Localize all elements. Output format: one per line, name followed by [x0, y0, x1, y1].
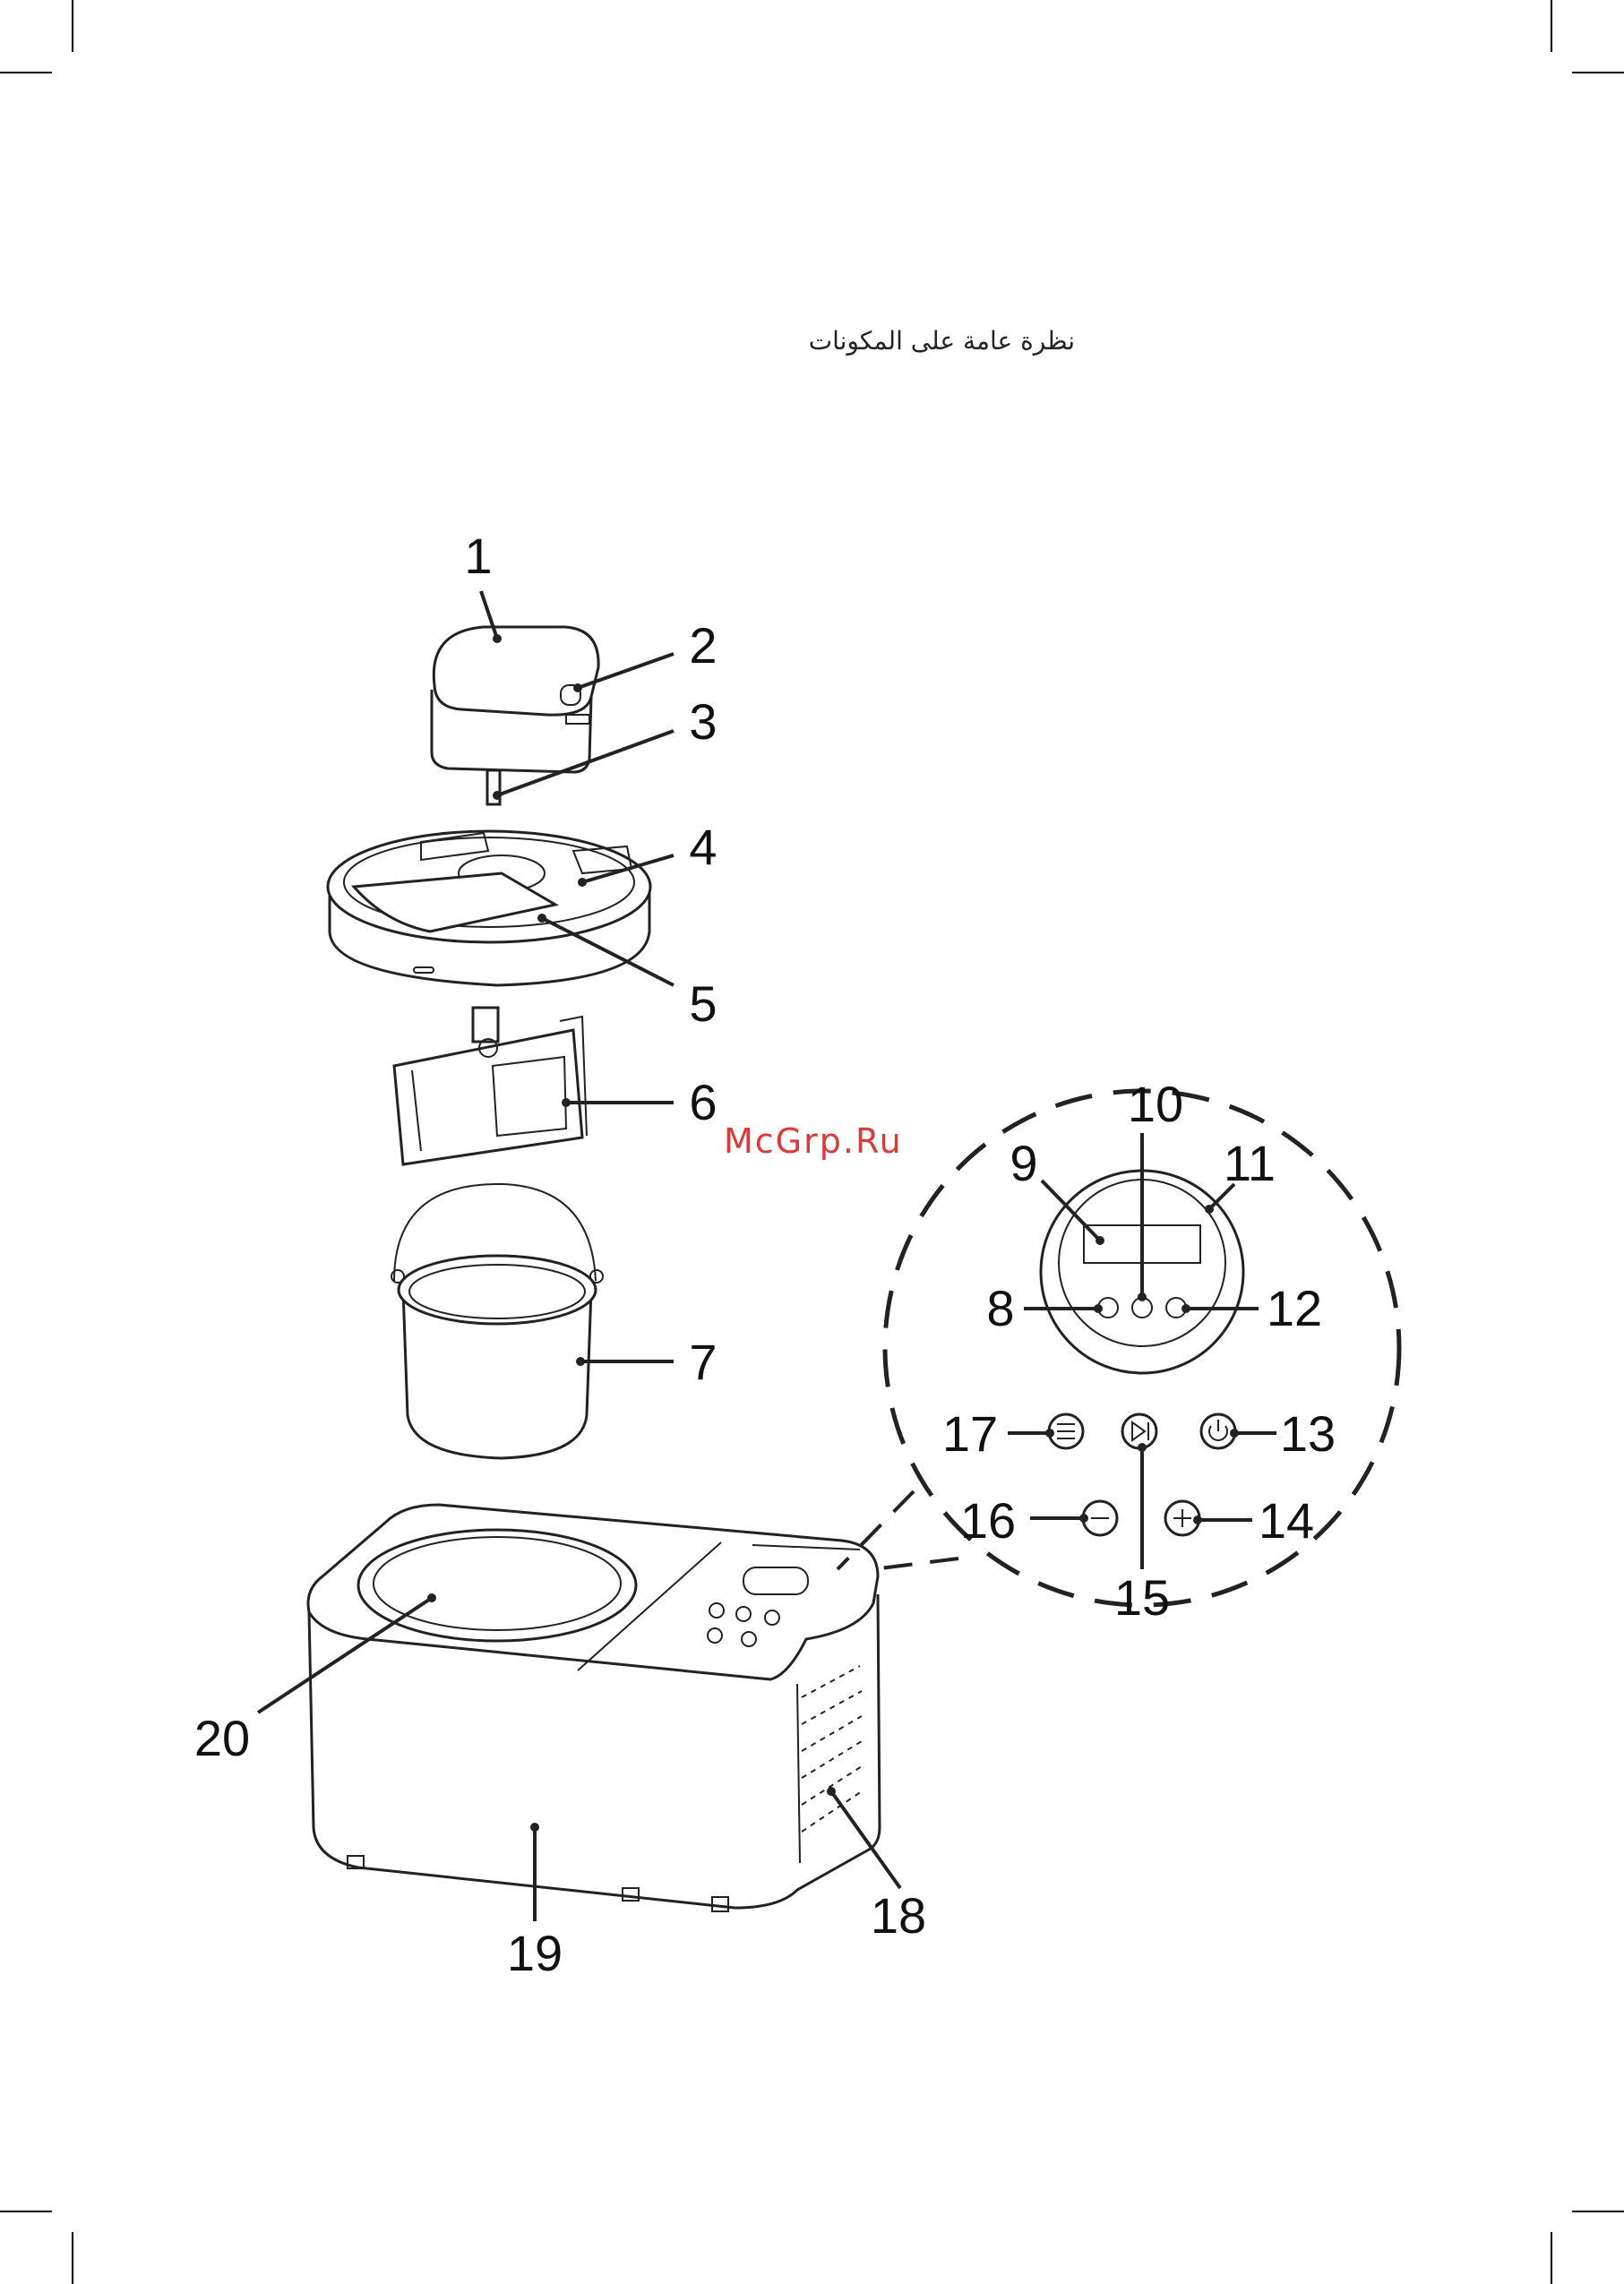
label-18: 18: [871, 1887, 926, 1944]
label-1: 1: [464, 528, 492, 584]
label-17: 17: [942, 1405, 998, 1462]
label-5: 5: [689, 975, 717, 1032]
paddle: [394, 1008, 587, 1164]
label-12: 12: [1267, 1280, 1322, 1336]
label-13: 13: [1280, 1405, 1336, 1462]
label-20: 20: [194, 1710, 250, 1766]
label-2: 2: [689, 617, 717, 674]
label-6: 6: [689, 1074, 717, 1130]
label-11: 11: [1224, 1135, 1276, 1191]
label-10: 10: [1128, 1076, 1183, 1132]
label-9: 9: [1010, 1135, 1037, 1191]
label-19: 19: [507, 1925, 563, 1981]
label-7: 7: [689, 1334, 717, 1390]
label-8: 8: [986, 1280, 1014, 1336]
label-14: 14: [1259, 1492, 1314, 1549]
start-pause-button-icon: [1122, 1414, 1156, 1448]
lid: [328, 831, 650, 985]
bowl: [391, 1184, 603, 1458]
label-15: 15: [1114, 1569, 1170, 1626]
base-unit: [308, 1505, 880, 1911]
label-4: 4: [689, 819, 717, 875]
label-3: 3: [689, 693, 717, 750]
motor-unit: [432, 627, 598, 804]
label-16: 16: [960, 1492, 1016, 1549]
